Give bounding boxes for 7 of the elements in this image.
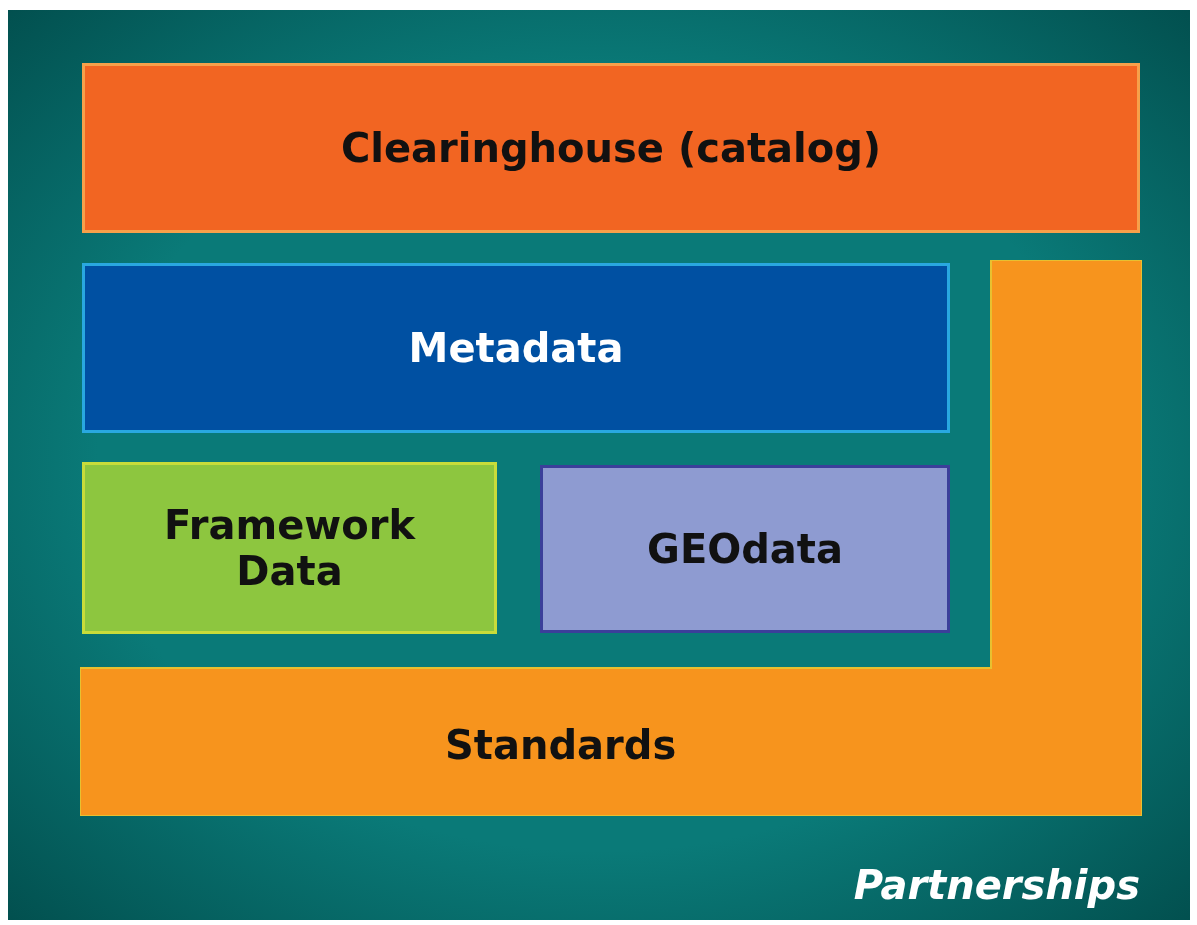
band-label: Standards xyxy=(445,722,677,768)
panel-label: Partnerships xyxy=(853,862,1140,908)
background-panel xyxy=(8,10,1190,920)
layer-box: Clearinghouse (catalog) xyxy=(82,63,1140,233)
layer-box: Framework Data xyxy=(82,462,497,634)
layer-box: Metadata xyxy=(82,263,950,433)
layer-box: GEOdata xyxy=(540,465,950,633)
